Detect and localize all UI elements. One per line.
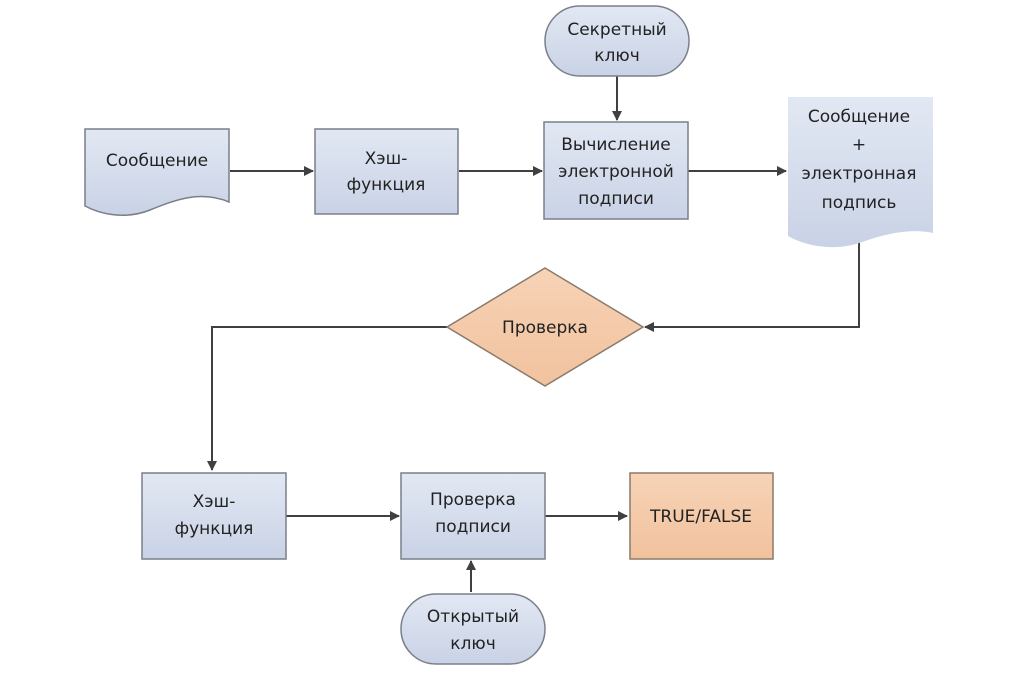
node-verify-line2: подписи (435, 517, 511, 537)
arrow-msgsig-to-check (644, 242, 860, 332)
node-msgsig-line1: Сообщение (808, 107, 910, 127)
node-public-key-line2: ключ (450, 634, 496, 654)
node-compute-signature: Вычисление электронной подписи (543, 121, 689, 220)
node-msgsig-line3: электронная (802, 164, 917, 184)
node-check-decision: Проверка (445, 267, 645, 387)
node-message-label: Сообщение (106, 151, 208, 171)
node-verify-line1: Проверка (430, 490, 516, 510)
node-msgsig-line4: подпись (822, 193, 897, 213)
node-verify-signature: Проверка подписи (400, 472, 546, 560)
arrow-check-to-hash2 (207, 326, 447, 471)
node-hash-function-2: Хэш- функция (141, 472, 287, 560)
node-secret-key-line2: ключ (594, 46, 640, 66)
node-secret-key-line1: Секретный (567, 20, 666, 40)
node-compute-line1: Вычисление (561, 135, 670, 155)
node-compute-line3: подписи (578, 189, 654, 209)
node-hash2-line1: Хэш- (193, 492, 236, 512)
node-result: TRUE/FALSE (629, 472, 774, 560)
node-hash1-line1: Хэш- (365, 149, 408, 169)
node-hash2-line2: функция (175, 519, 254, 539)
node-public-key-line1: Открытый (427, 607, 519, 627)
node-compute-line2: электронной (558, 162, 674, 182)
node-message-signature: Сообщение + электронная подпись (788, 97, 933, 248)
node-hash1-line2: функция (347, 175, 426, 195)
node-result-label: TRUE/FALSE (649, 507, 752, 527)
node-public-key: Открытый ключ (400, 593, 546, 665)
node-secret-key: Секретный ключ (544, 5, 690, 77)
node-check-label: Проверка (502, 318, 588, 338)
node-msgsig-line2: + (852, 135, 866, 155)
node-hash-function-1: Хэш- функция (314, 128, 459, 215)
connectors (207, 76, 860, 592)
node-message: Сообщение (84, 128, 230, 216)
